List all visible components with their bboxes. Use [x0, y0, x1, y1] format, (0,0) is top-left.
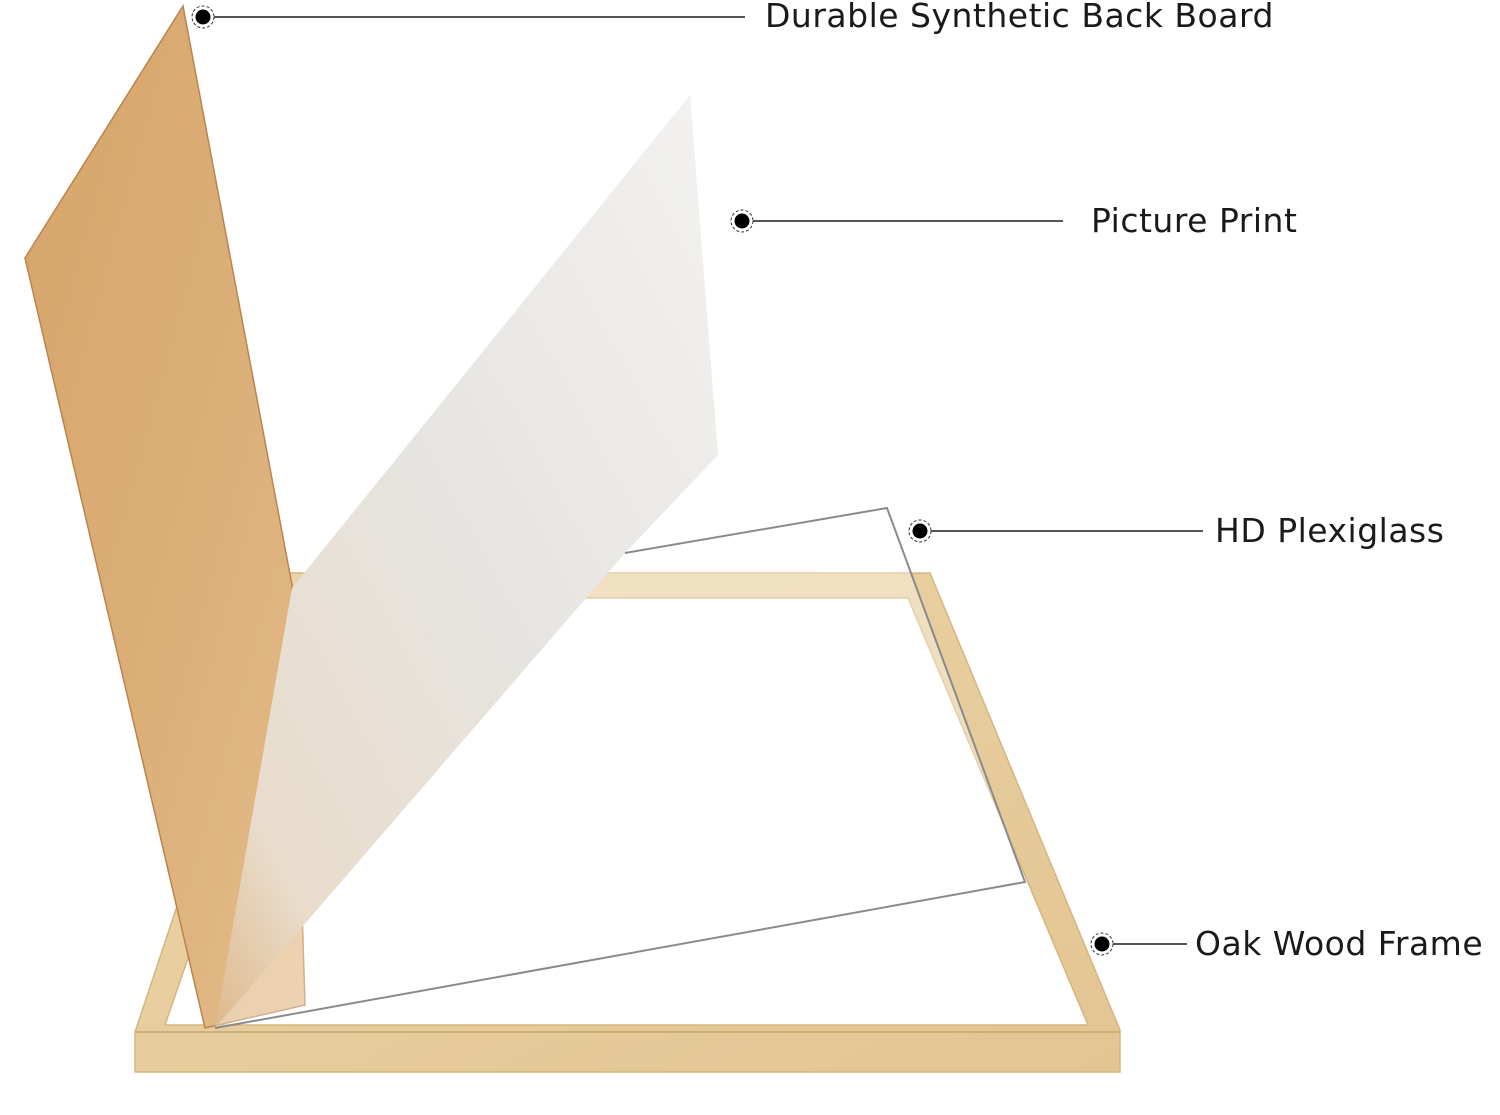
back-board	[24, 3, 306, 1029]
label-back-board: Durable Synthetic Back Board	[765, 0, 1274, 35]
label-frame: Oak Wood Frame	[1195, 924, 1484, 963]
plexiglass-sheet	[214, 506, 1027, 1029]
picture-print	[215, 95, 718, 1028]
leader-frame	[1090, 932, 1187, 956]
label-plexiglass: HD Plexiglass	[1215, 511, 1445, 550]
leader-plexiglass	[908, 519, 1203, 543]
leader-back-board	[191, 5, 745, 29]
leader-picture-print	[730, 209, 1063, 233]
label-picture-print: Picture Print	[1091, 201, 1298, 240]
